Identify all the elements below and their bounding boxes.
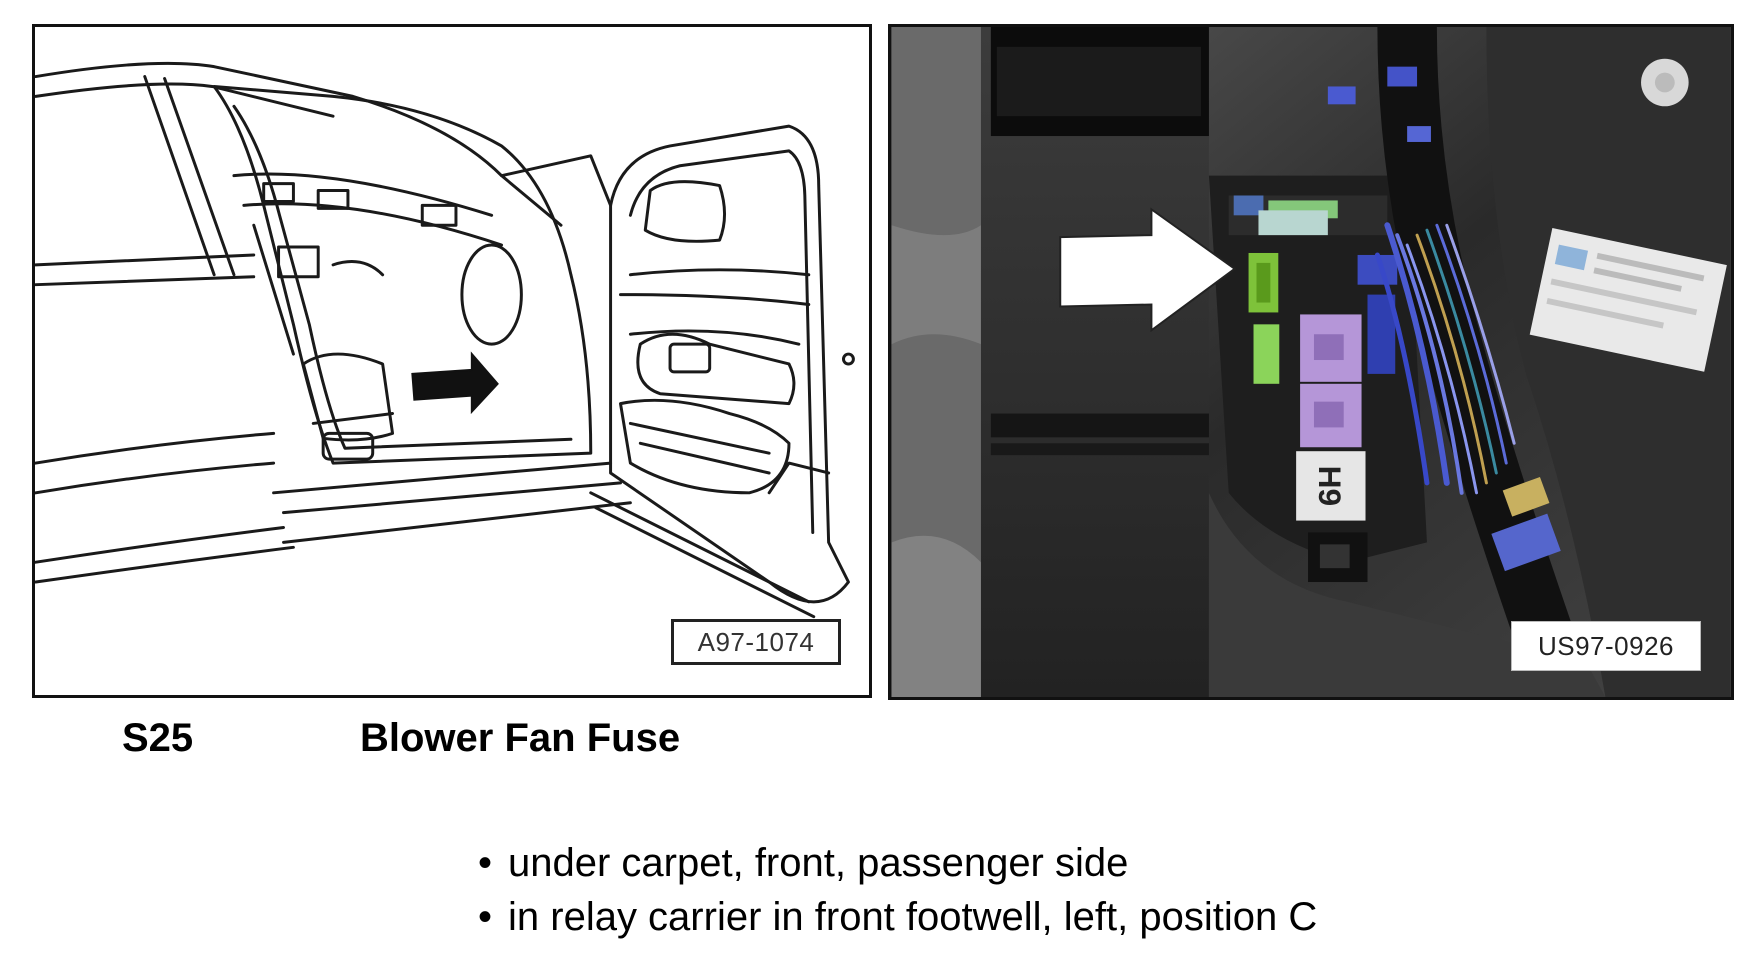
relay-carrier-image: H9 — [891, 27, 1731, 697]
figure-reference-label: A97-1074 — [671, 619, 841, 665]
location-list: • under carpet, front, passenger side • in… — [478, 836, 1317, 944]
car-door-illustration: A97-1074 — [32, 24, 872, 698]
arrow-right-icon — [411, 351, 499, 415]
fuse-name: Blower Fan Fuse — [360, 716, 681, 760]
bullet-icon: • — [478, 841, 493, 885]
car-door-drawing — [35, 61, 855, 619]
list-item: • under carpet, front, passenger side — [478, 836, 1317, 890]
fuse-code: S25 — [122, 716, 194, 760]
location-text: in relay carrier in front footwell, left… — [508, 895, 1318, 939]
location-text: under carpet, front, passenger side — [508, 841, 1129, 885]
relay-carrier-photo: H9 — [888, 24, 1734, 700]
figure-reference-label: US97-0926 — [1511, 621, 1701, 671]
relay-label: H9 — [1312, 466, 1348, 507]
bullet-icon: • — [478, 895, 493, 939]
list-item: • in relay carrier in front footwell, lef… — [478, 890, 1317, 944]
arrow-right-icon — [1059, 207, 1237, 333]
